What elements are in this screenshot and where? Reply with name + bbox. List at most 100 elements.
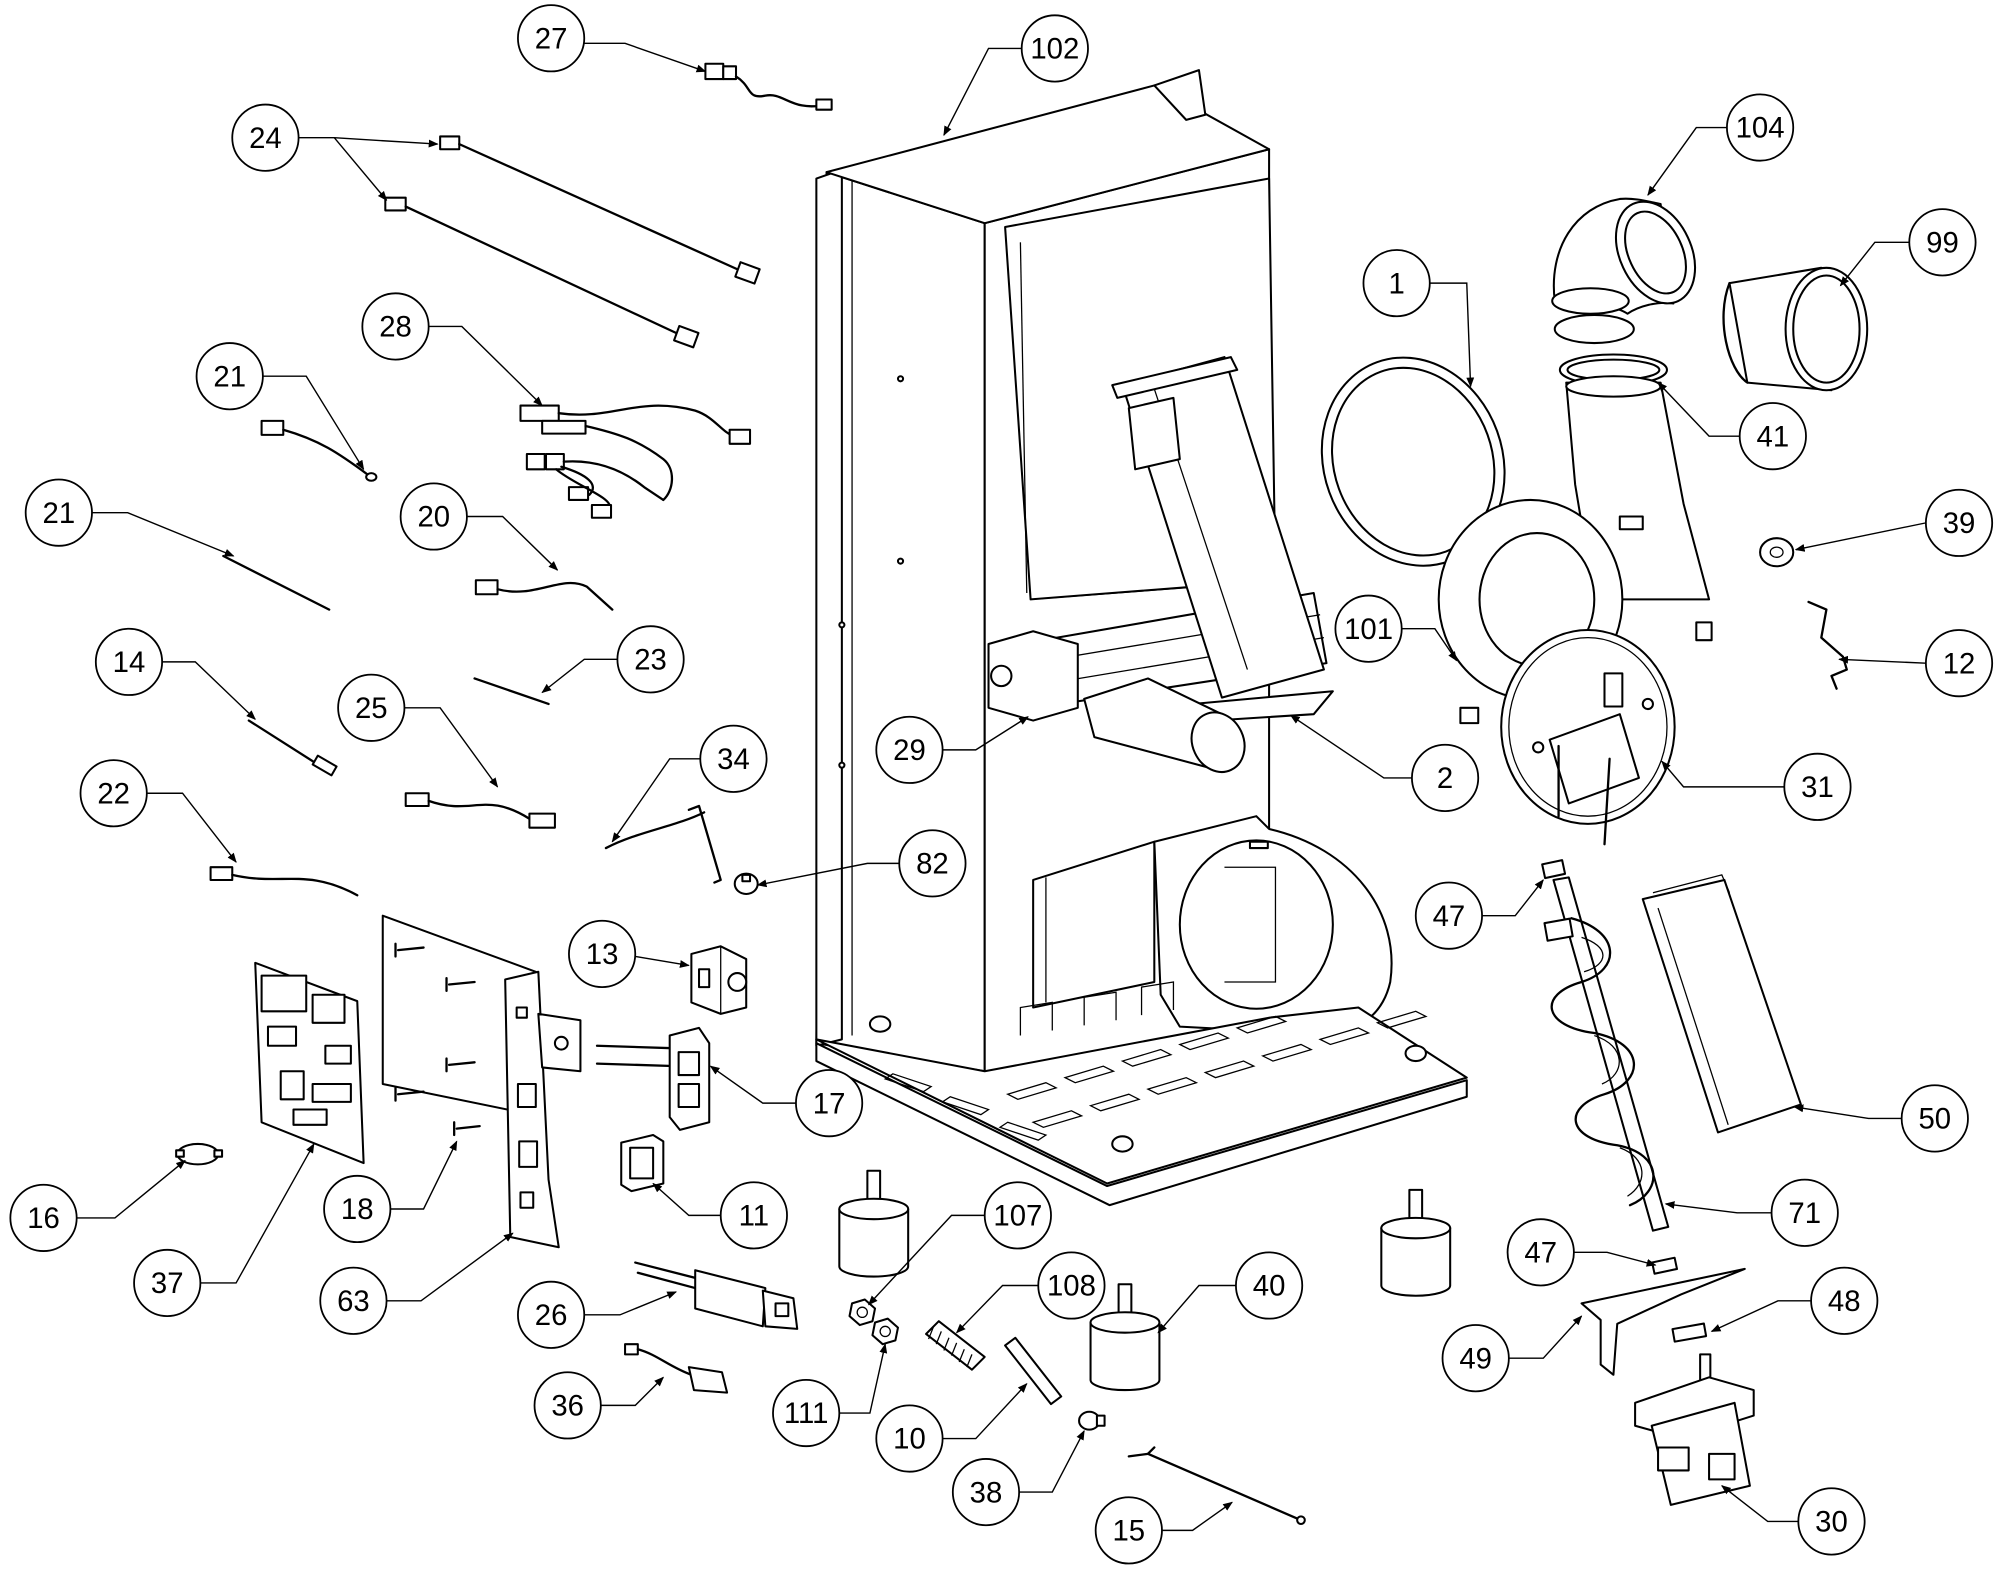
callout-circle — [1441, 1324, 1510, 1393]
callout-circle — [1900, 1084, 1969, 1153]
combustion-blower-housing-drawing — [1032, 815, 1393, 1036]
sensor-probe-23-drawing — [473, 677, 550, 706]
callout-27: 27 — [517, 4, 707, 73]
callout-circle — [898, 829, 967, 898]
leader-line — [943, 47, 1022, 137]
sensor-wire-22-drawing — [209, 866, 359, 897]
callout-number: 16 — [27, 1202, 60, 1235]
callout-11: 11 — [652, 1181, 788, 1250]
leader-line — [867, 1214, 985, 1306]
small-bracket-drawing — [1807, 600, 1848, 690]
exhaust-motor-drawing — [1500, 628, 1676, 846]
callout-circle — [323, 1174, 392, 1244]
leader-line — [390, 1140, 458, 1210]
callout-number: 102 — [1030, 33, 1079, 66]
callout-50: 50 — [1793, 1084, 1969, 1153]
callout-circle — [1924, 629, 1994, 698]
sensor-wire-25-drawing — [404, 792, 556, 829]
callout-circle — [795, 1069, 864, 1138]
callout-21: 21 — [24, 478, 235, 557]
callout-71: 71 — [1664, 1178, 1839, 1247]
callout-26: 26 — [517, 1280, 677, 1349]
callout-number: 20 — [417, 501, 450, 534]
leg-foot-drawing — [838, 1169, 910, 1278]
leg-foot-drawing — [1089, 1283, 1161, 1392]
leader-line — [404, 707, 499, 788]
callout-99: 99 — [1839, 208, 1977, 287]
pressure-switch-drawing — [690, 945, 748, 1015]
callout-31: 31 — [1661, 752, 1852, 821]
leader-line — [1661, 760, 1785, 788]
leader-line — [1839, 241, 1910, 287]
callout-number: 23 — [634, 644, 667, 677]
callout-number: 15 — [1112, 1515, 1145, 1548]
callout-23: 23 — [541, 625, 685, 694]
leader-line — [611, 758, 701, 843]
callout-number: 26 — [535, 1299, 568, 1332]
callout-number: 18 — [341, 1193, 374, 1226]
callout-circle — [195, 342, 264, 411]
leader-line — [1793, 1104, 1902, 1120]
callout-22: 22 — [79, 759, 237, 863]
callout-circle — [337, 673, 406, 742]
callout-number: 21 — [43, 497, 76, 530]
power-cord-assembly-drawing — [634, 1261, 799, 1330]
standoff-drawing — [394, 942, 481, 1137]
callout-number: 108 — [1047, 1270, 1096, 1303]
callout-20: 20 — [399, 482, 559, 571]
callout-108: 108 — [955, 1251, 1106, 1334]
callout-36: 36 — [533, 1371, 665, 1440]
leader-line — [428, 325, 543, 407]
callout-102: 102 — [943, 14, 1089, 137]
callout-10: 10 — [875, 1382, 1028, 1473]
callout-number: 1 — [1388, 267, 1404, 300]
small-nut-drawing — [1078, 1410, 1106, 1431]
sensor-wire-20-drawing — [474, 579, 614, 611]
callout-circle — [517, 4, 586, 73]
spring-drawing — [925, 1320, 986, 1371]
callout-circle — [1770, 1178, 1839, 1247]
callout-number: 47 — [1524, 1237, 1557, 1270]
leader-line — [1401, 628, 1458, 662]
callout-circle — [699, 724, 768, 793]
motor-bracket-drawing — [1580, 1267, 1746, 1376]
leader-line — [466, 515, 559, 571]
pipe-coupler-drawing — [1722, 266, 1869, 392]
leader-line — [584, 1291, 677, 1316]
callout-number: 22 — [97, 777, 130, 810]
callout-number: 40 — [1253, 1270, 1286, 1303]
callout-circle — [568, 919, 637, 988]
callout-16: 16 — [9, 1159, 186, 1252]
callout-circle — [719, 1181, 788, 1250]
callout-30: 30 — [1721, 1485, 1866, 1556]
fitting-drawing — [871, 1317, 899, 1346]
control-board-drawing — [254, 961, 365, 1165]
callout-number: 38 — [970, 1476, 1003, 1509]
thermal-switch-drawing — [175, 1142, 224, 1166]
leader-line — [942, 716, 1029, 751]
callout-number: 37 — [151, 1267, 184, 1300]
leader-line — [146, 792, 237, 863]
heater-element-drawing — [595, 1026, 711, 1131]
main-wire-harness-drawing — [519, 404, 752, 519]
air-intake-pipe-drawing — [1083, 677, 1246, 774]
callout-number: 17 — [813, 1087, 846, 1120]
callout-number: 13 — [586, 938, 619, 971]
leader-line — [1482, 879, 1544, 917]
leader-line — [298, 137, 439, 148]
callout-number: 11 — [739, 1200, 769, 1233]
callout-circle — [1908, 208, 1977, 277]
callout-circle — [9, 1183, 78, 1252]
sensor-probe-14-drawing — [247, 719, 338, 777]
auger-motor-drawing — [1634, 1353, 1755, 1506]
callout-circle — [517, 1280, 586, 1349]
callout-circle — [1334, 594, 1403, 663]
leader-line — [652, 1182, 721, 1217]
callout-47: 47 — [1414, 879, 1544, 950]
callout-13: 13 — [568, 919, 690, 988]
callout-14: 14 — [94, 627, 256, 720]
leader-line — [1794, 522, 1927, 552]
callout-circle — [1810, 1266, 1879, 1335]
callout-circle — [951, 1458, 1021, 1527]
